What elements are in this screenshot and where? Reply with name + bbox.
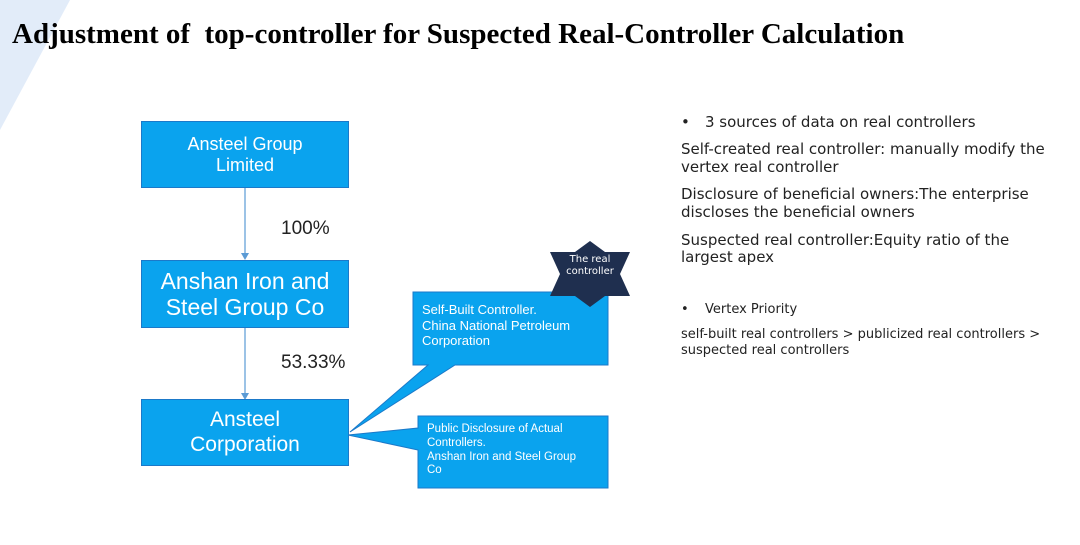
callout-line: China National Petroleum: [422, 317, 571, 333]
bullet-vertex-priority: • Vertex Priority: [681, 302, 1061, 317]
star-badge-shape: [550, 241, 630, 307]
callout-line: Anshan Iron and Steel Group: [427, 450, 576, 463]
node-label-line2: Limited: [215, 154, 274, 175]
node-ansteel-corporation: Ansteel Corporation: [141, 399, 349, 466]
corner-decoration: [0, 0, 70, 130]
source-item-suspected: Suspected real controller:Equity ratio o…: [681, 230, 1010, 267]
callout-line: Public Disclosure of Actual: [427, 423, 563, 435]
callout-line: Self-Built Controller.: [422, 302, 537, 317]
bullet-dot-icon: •: [681, 113, 690, 131]
bullet-sources: • 3 sources of data on real controllers: [681, 113, 1061, 131]
node-anshan-iron-steel-group: Anshan Iron and Steel Group Co: [141, 260, 349, 328]
callout-public-text: Public Disclosure of Actual Controllers.…: [427, 423, 576, 478]
callout-line: Controllers.: [427, 436, 486, 449]
node-label-line1: Anshan Iron and: [160, 267, 330, 294]
callout-line: Corporation: [422, 333, 490, 349]
right-panel: • 3 sources of data on real controllers …: [681, 113, 1061, 360]
source-item-disclosure: Disclosure of beneficial owners:The ente…: [681, 185, 1029, 222]
bullet-dot-icon: •: [681, 302, 689, 318]
arrowhead-mid-to-bottom: [241, 393, 249, 400]
callout-public-shape: [347, 415, 609, 489]
callout-self-built-shape: [349, 291, 609, 433]
bullet-text: 3 sources of data on real controllers: [705, 113, 976, 131]
star-line: The real: [569, 254, 611, 265]
callout-line: Co: [427, 464, 442, 477]
node-label-line2: Corporation: [190, 432, 300, 456]
priority-order-text: self-built real controllers > publicized…: [681, 327, 1041, 359]
edge-label-100: 100%: [281, 218, 330, 239]
bullet-text: Vertex Priority: [705, 302, 798, 318]
edge-label-53: 53.33%: [281, 352, 346, 373]
star-line: controller: [566, 265, 614, 277]
node-label-line2: Steel Group Co: [165, 294, 325, 320]
star-badge-label: The real controller: [560, 254, 620, 277]
arrowhead-top-to-mid: [241, 253, 249, 260]
callout-self-built-text: Self-Built Controller. China National Pe…: [422, 302, 570, 349]
page-title: Adjustment of top-controller for Suspect…: [12, 18, 905, 50]
node-label-line1: Ansteel: [209, 408, 281, 432]
source-item-self-created: Self-created real controller: manually m…: [681, 140, 1045, 176]
node-label-line1: Ansteel Group: [187, 133, 303, 154]
node-ansteel-group-limited: Ansteel Group Limited: [141, 121, 349, 188]
